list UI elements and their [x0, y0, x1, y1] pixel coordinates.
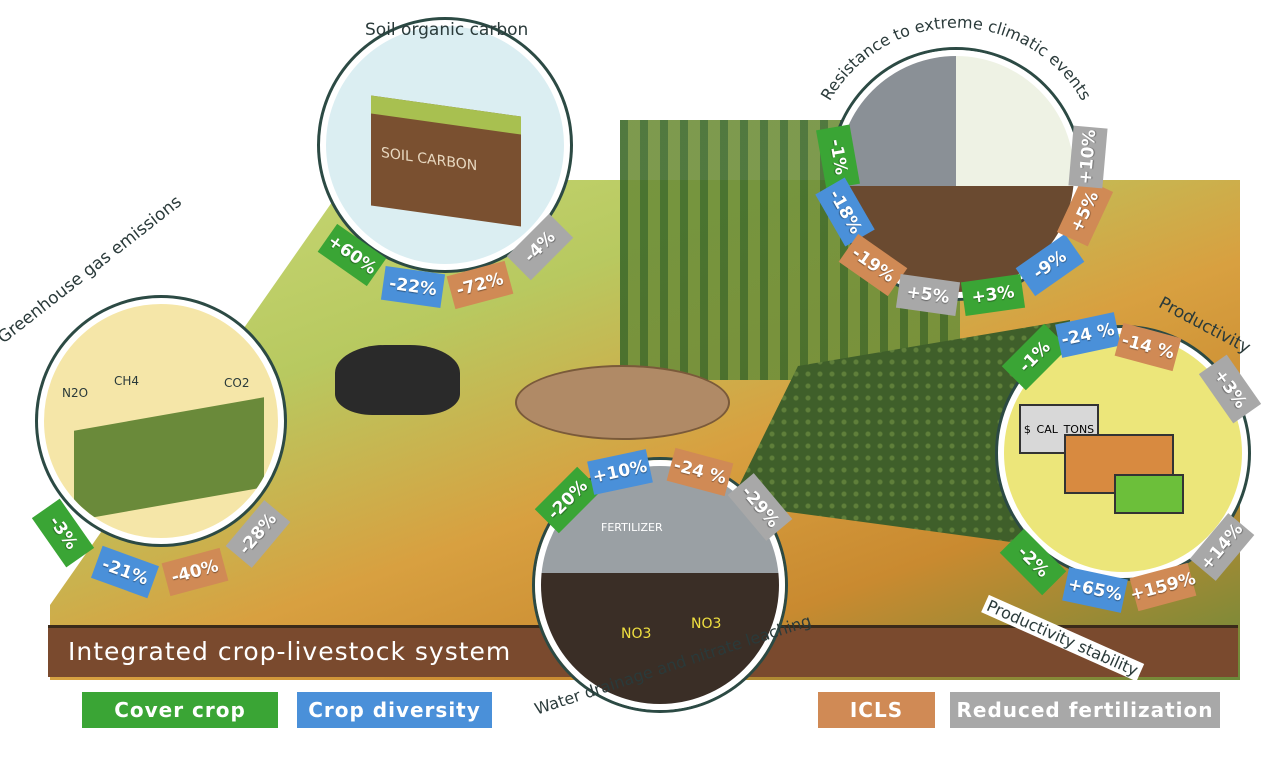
legend-crop-diversity: Crop diversity: [297, 692, 492, 728]
dollar-text: $: [1023, 422, 1031, 436]
soil-carbon-text: SOIL CARBON: [381, 144, 478, 175]
legend-icls: ICLS: [818, 692, 935, 728]
res-heat-reduced-fertilization: +10%: [1068, 125, 1108, 189]
value-sign: $ CAL TONS: [1019, 404, 1099, 454]
rotation-cycle: [515, 365, 730, 440]
tractor-icon: [1114, 474, 1184, 514]
cal-text: CAL: [1036, 422, 1058, 436]
ghg-field: [74, 397, 264, 521]
ch4-label: CH4: [114, 374, 140, 388]
cow-illustration: [335, 345, 460, 415]
n2o-label: N2O: [62, 386, 89, 400]
legend-cover-crop: Cover crop: [82, 692, 278, 728]
soil-block: SOIL CARBON: [371, 95, 521, 227]
tons-text: TONS: [1063, 422, 1095, 436]
system-title: Integrated crop-livestock system: [68, 637, 512, 666]
fertilizer-text: FERTILIZER: [601, 521, 663, 534]
legend-reduced-fertilization: Reduced fertilization: [950, 692, 1220, 728]
nitrate-label: NO3: [691, 616, 722, 632]
soc-circle: SOIL CARBON: [320, 20, 570, 270]
nitrate-label: NO3: [621, 626, 652, 642]
soc-label: Soil organic carbon: [365, 20, 529, 40]
co2-label: CO2: [224, 376, 250, 390]
ghg-circle: N2O CH4 CO2: [38, 298, 284, 544]
